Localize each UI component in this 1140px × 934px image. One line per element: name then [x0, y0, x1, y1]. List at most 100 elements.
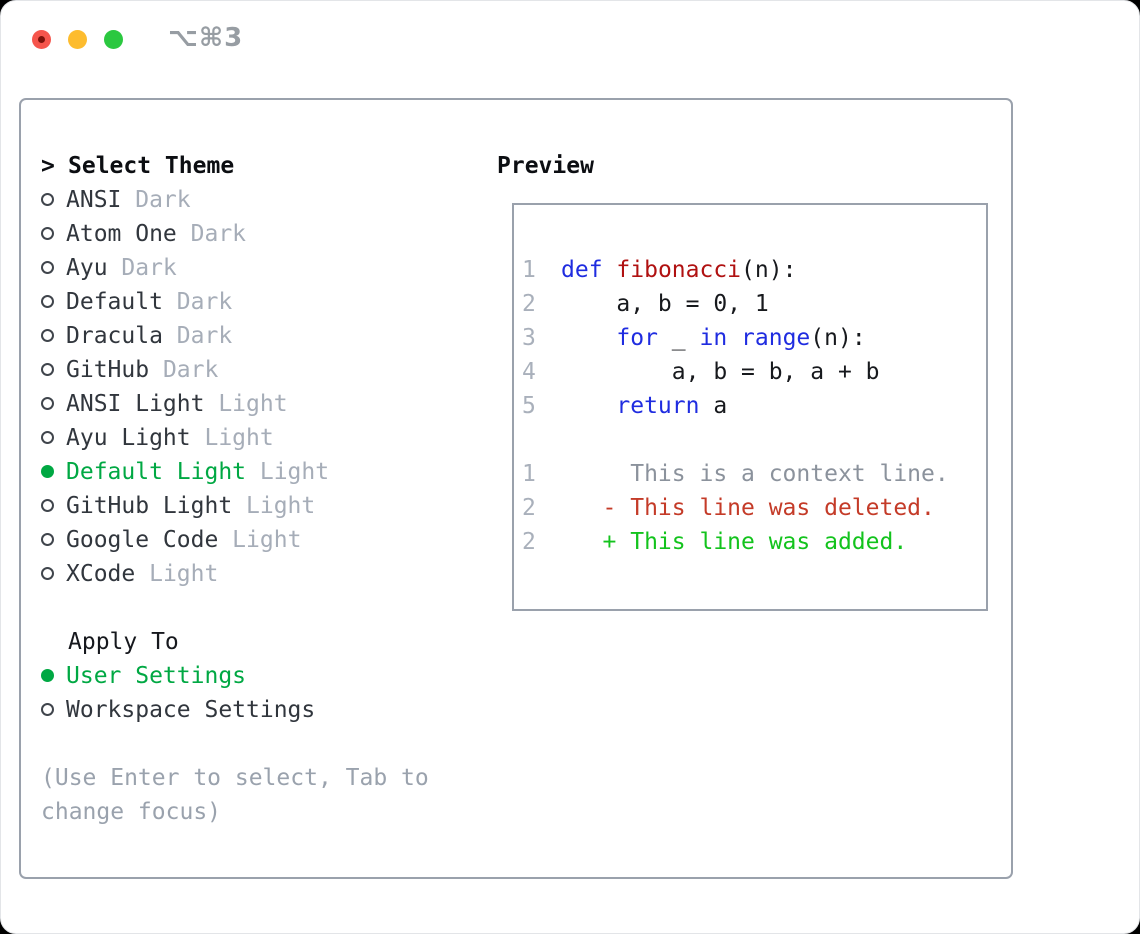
diff-line-deleted: 2 - This line was deleted. — [522, 491, 986, 525]
spacer — [41, 591, 491, 625]
token-kw: for — [616, 325, 658, 351]
apply-to-heading: Apply To — [41, 625, 491, 659]
diff-text: + This line was added. — [561, 529, 908, 555]
theme-name: XCode — [66, 561, 136, 587]
zoom-button-icon[interactable] — [104, 30, 123, 49]
diff-text: This is a context line. — [561, 461, 949, 487]
theme-option-ayu[interactable]: Ayu Dark — [41, 251, 491, 285]
line-number: 4 — [522, 359, 536, 385]
radio-icon — [41, 363, 54, 376]
apply-option-workspace-settings[interactable]: Workspace Settings — [41, 693, 491, 727]
code-line: 5 return a — [522, 389, 986, 423]
blank-line — [522, 423, 986, 457]
code-text: return a — [561, 393, 727, 419]
radio-icon — [41, 193, 54, 206]
radio-icon — [41, 227, 54, 240]
theme-variant: Light — [190, 425, 274, 451]
apply-to-heading-label: Apply To — [68, 629, 179, 655]
theme-option-atom-one[interactable]: Atom One Dark — [41, 217, 491, 251]
token-fn: fibonacci — [616, 257, 742, 283]
theme-option-ansi-light[interactable]: ANSI Light Light — [41, 387, 491, 421]
code-line: 3 for _ in range(n): — [522, 321, 986, 355]
token-pl — [727, 325, 741, 351]
radio-icon — [41, 329, 54, 342]
apply-option-label: Workspace Settings — [66, 697, 316, 723]
token-pl: (n): — [810, 325, 866, 351]
diff-line-added: 2 + This line was added. — [522, 525, 986, 559]
radio-icon — [41, 295, 54, 308]
code-text: def fibonacci(n): — [561, 257, 796, 283]
theme-option-xcode[interactable]: XCode Light — [41, 557, 491, 591]
code-text: for _ in range(n): — [561, 325, 866, 351]
theme-variant: Light — [135, 561, 219, 587]
prompt-caret-icon: > — [41, 153, 55, 179]
token-pl: a — [699, 393, 728, 419]
theme-name: ANSI Light — [66, 391, 205, 417]
radio-icon — [41, 533, 54, 546]
window-title: ⌥⌘3 — [168, 23, 244, 53]
theme-name: Ayu Light — [66, 425, 191, 451]
theme-variant: Dark — [149, 357, 219, 383]
theme-option-default-light[interactable]: Default Light Light — [41, 455, 491, 489]
radio-selected-icon — [41, 669, 54, 682]
code-text: a, b = 0, 1 — [561, 291, 768, 317]
token-pl — [561, 393, 616, 419]
theme-name: ANSI — [66, 187, 122, 213]
code-text: a, b = b, a + b — [561, 359, 880, 385]
diff-sample: 1 This is a context line.2 - This line w… — [522, 457, 986, 559]
radio-icon — [41, 261, 54, 274]
theme-name: Google Code — [66, 527, 219, 553]
code-line: 4 a, b = b, a + b — [522, 355, 986, 389]
line-number: 5 — [522, 393, 536, 419]
close-button-icon[interactable] — [32, 30, 51, 49]
theme-option-github-light[interactable]: GitHub Light Light — [41, 489, 491, 523]
theme-option-ayu-light[interactable]: Ayu Light Light — [41, 421, 491, 455]
apply-option-user-settings[interactable]: User Settings — [41, 659, 491, 693]
theme-variant: Dark — [107, 255, 177, 281]
theme-option-google-code[interactable]: Google Code Light — [41, 523, 491, 557]
theme-option-github[interactable]: GitHub Dark — [41, 353, 491, 387]
token-kw: in — [699, 325, 728, 351]
theme-option-dracula[interactable]: Dracula Dark — [41, 319, 491, 353]
theme-variant: Dark — [121, 187, 191, 213]
diff-line-context: 1 This is a context line. — [522, 457, 986, 491]
theme-variant: Light — [246, 459, 330, 485]
line-number: 2 — [522, 291, 536, 317]
select-theme-heading-label: Select Theme — [68, 153, 235, 179]
apply-option-label: User Settings — [66, 663, 247, 689]
theme-name: GitHub Light — [66, 493, 233, 519]
minimize-button-icon[interactable] — [68, 30, 87, 49]
token-pl — [561, 325, 616, 351]
theme-name: Default Light — [66, 459, 247, 485]
theme-option-ansi[interactable]: ANSI Dark — [41, 183, 491, 217]
theme-name: Default — [66, 289, 163, 315]
line-number: 2 — [522, 495, 536, 521]
token-kw: def — [561, 257, 603, 283]
token-pl: _ — [657, 325, 700, 351]
theme-variant: Dark — [162, 289, 233, 315]
token-kw: return — [616, 393, 700, 419]
spacer — [41, 727, 491, 761]
select-theme-heading: > Select Theme — [41, 149, 491, 183]
theme-option-default[interactable]: Default Dark — [41, 285, 491, 319]
line-number: 2 — [522, 529, 536, 555]
token-pl: (n): — [741, 257, 797, 283]
token-pl — [603, 257, 617, 283]
line-number: 3 — [522, 325, 536, 351]
theme-name: Dracula — [66, 323, 163, 349]
radio-icon — [41, 431, 54, 444]
theme-variant: Light — [232, 493, 316, 519]
theme-name: GitHub — [66, 357, 150, 383]
radio-icon — [41, 703, 54, 716]
radio-icon — [41, 567, 54, 580]
radio-selected-icon — [41, 465, 54, 478]
